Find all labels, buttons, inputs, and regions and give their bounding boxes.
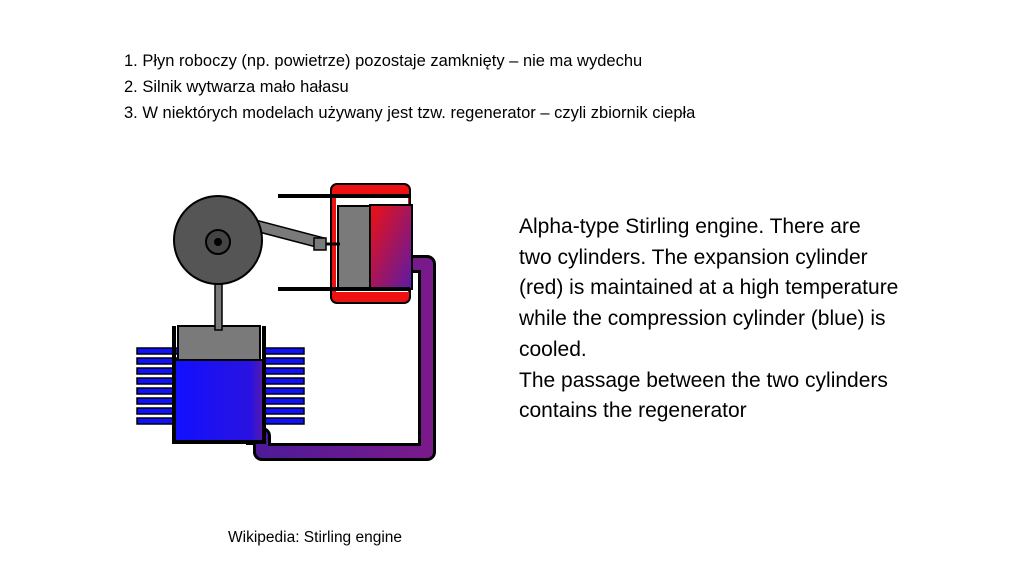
description-paragraph: Alpha-type Stirling engine. There are tw… bbox=[519, 215, 899, 361]
list-item-text: W niektórych modelach używany jest tzw. … bbox=[142, 104, 696, 122]
bullet-list: 1. Płyn roboczy (np. powietrze) pozostaj… bbox=[124, 48, 695, 126]
compression-cylinder bbox=[172, 325, 266, 444]
list-item-text: Silnik wytwarza mało hałasu bbox=[142, 78, 349, 96]
image-credit: Wikipedia: Stirling engine bbox=[228, 529, 403, 546]
expansion-piston bbox=[337, 205, 371, 289]
list-item-number: 1. bbox=[124, 52, 138, 70]
list-item-number: 2. bbox=[124, 78, 138, 96]
expansion-cylinder bbox=[278, 183, 413, 304]
list-item: 2. Silnik wytwarza mało hałasu bbox=[124, 74, 695, 100]
description-paragraph: The passage between the two cylinders co… bbox=[519, 368, 888, 423]
list-item-number: 3. bbox=[124, 104, 138, 122]
stirling-engine-diagram bbox=[136, 183, 436, 461]
engine-description: Alpha-type Stirling engine. There are tw… bbox=[519, 212, 899, 427]
flywheel bbox=[173, 195, 263, 285]
list-item: 3. W niektórych modelach używany jest tz… bbox=[124, 100, 695, 126]
list-item-text: Płyn roboczy (np. powietrze) pozostaje z… bbox=[142, 52, 643, 70]
list-item: 1. Płyn roboczy (np. powietrze) pozostaj… bbox=[124, 48, 695, 74]
compression-piston bbox=[177, 325, 261, 361]
